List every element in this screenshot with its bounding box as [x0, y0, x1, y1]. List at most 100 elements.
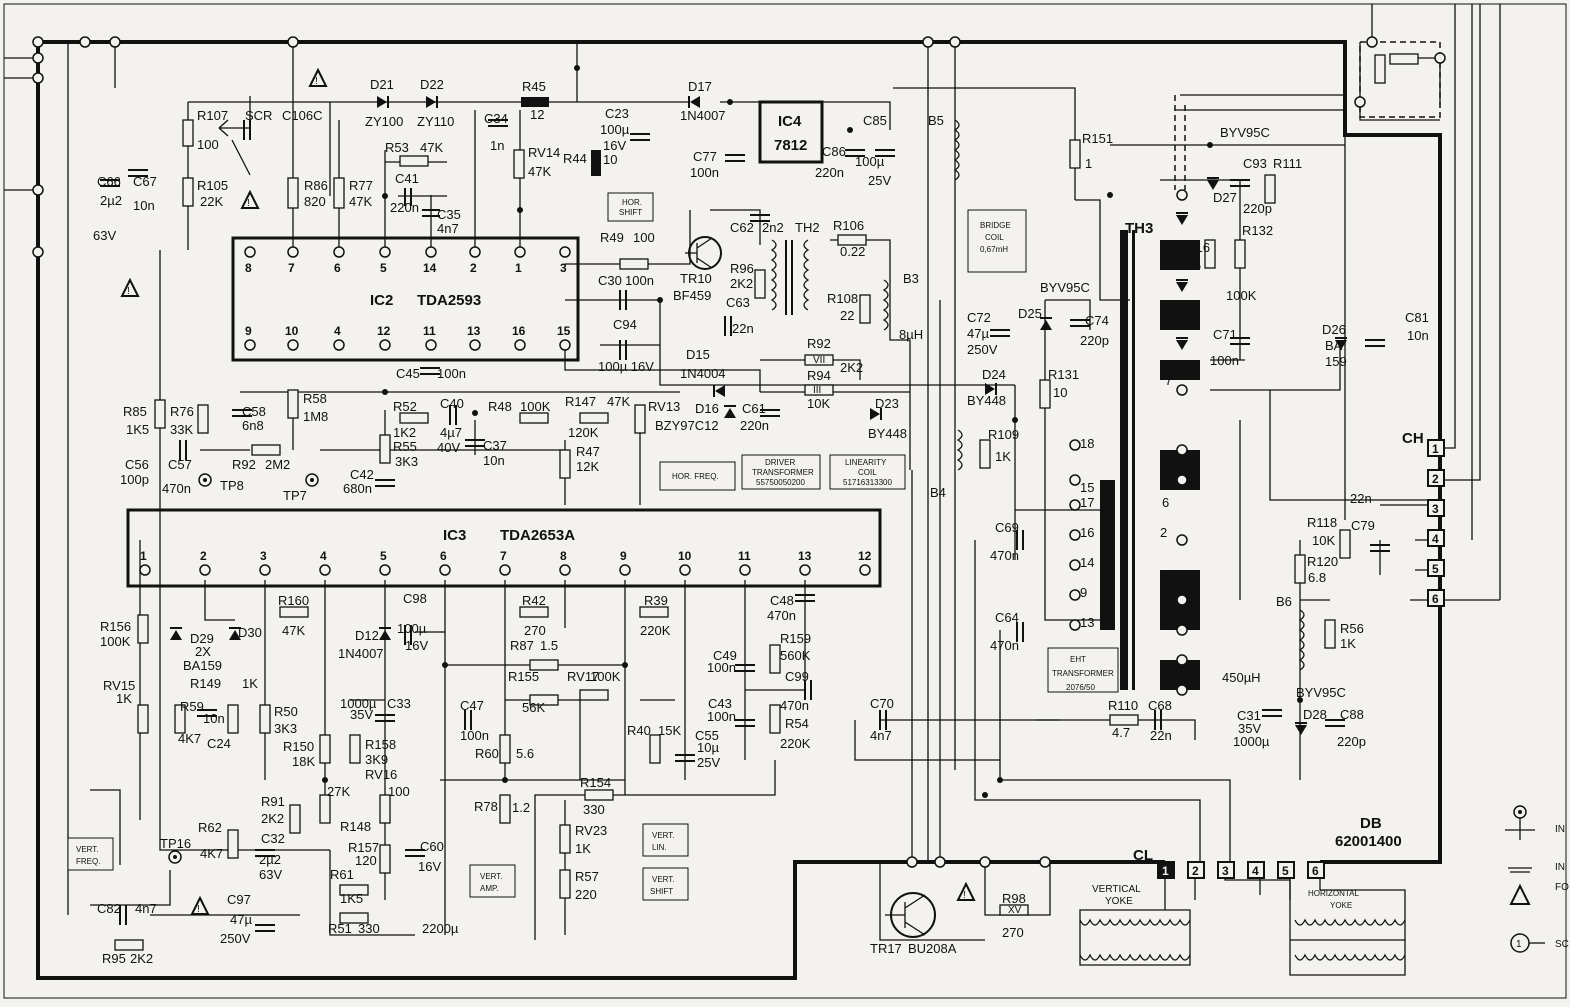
label-labels-180: 100K	[100, 634, 131, 649]
transistors	[218, 119, 936, 938]
cl-connector: 1 2 3 4 5 6 CL	[1133, 847, 1325, 879]
label-labels-45: R49	[600, 230, 624, 245]
label-labels-206: R149	[190, 676, 221, 691]
label-labels-126: 40V	[437, 440, 460, 455]
label-labels-177: 1K	[1340, 636, 1356, 651]
label-labels-262: 1K5	[340, 891, 363, 906]
label-labels-0: D21	[370, 77, 394, 92]
label-labels-201: 560K	[780, 648, 811, 663]
label-labels-202: C49	[713, 648, 737, 663]
label-labels-189: C98	[403, 591, 427, 606]
label-labels-146: TP7	[283, 488, 307, 503]
label-labels-279: 4.7	[1112, 725, 1130, 740]
label-notes-hor_shift-1: SHIFT	[619, 208, 642, 217]
label-connectors-cl_pins-4: 5	[1282, 864, 1289, 878]
label-legend-items-3: SC	[1555, 939, 1569, 950]
label-labels-2: D22	[420, 77, 444, 92]
label-labels-36: C67	[133, 174, 157, 189]
label-labels-165: C69	[995, 520, 1019, 535]
label-labels-170: 10K	[1312, 533, 1335, 548]
label-labels-264: 220	[575, 887, 597, 902]
label-connectors-cl_pins-3: 4	[1252, 864, 1259, 878]
label-labels-124: C40	[440, 396, 464, 411]
label-labels-223: C99	[785, 669, 809, 684]
label-labels-179: R156	[100, 619, 131, 634]
label-labels-62: 8µH	[899, 327, 923, 342]
label-labels-155: 13	[1080, 615, 1094, 630]
label-labels-63: C94	[613, 317, 637, 332]
dashed-shield-wire	[1174, 95, 1186, 190]
label-labels-85: D27	[1213, 190, 1237, 205]
label-transformers-th2: TH2	[795, 220, 820, 235]
label-labels-52: BF459	[673, 288, 711, 303]
label-ics-ic3-pins-12: 12	[858, 549, 872, 563]
test-points	[168, 36, 319, 864]
label-labels-130: 47K	[607, 394, 630, 409]
ch-label: CH	[1402, 430, 1424, 447]
label-labels-131: RV13	[648, 399, 680, 414]
label-labels-238: RV16	[365, 767, 397, 782]
capacitors	[100, 119, 1390, 932]
label-labels-143: TP8	[220, 478, 244, 493]
label-labels-280: C68	[1148, 698, 1172, 713]
label-ics-ic3-pins-8: 9	[620, 549, 627, 563]
label-labels-164: 7	[1165, 373, 1172, 388]
label-labels-190: 100µ	[397, 621, 427, 636]
label-notes-vert_shift-0: VERT.	[652, 875, 675, 884]
label-labels-284: 1000µ	[1233, 734, 1270, 749]
label-labels-282: C31	[1237, 708, 1261, 723]
label-labels-159: 8	[1160, 570, 1167, 585]
label-notes-vert_lin-0: VERT.	[652, 831, 675, 840]
svg-text:!: !	[197, 904, 200, 915]
label-labels-144: R92	[232, 457, 256, 472]
label-labels-32: C35	[437, 207, 461, 222]
label-ics-ic2-bottom_pins-0: 9	[245, 324, 252, 338]
label-labels-251: 4K7	[200, 846, 223, 861]
label-labels-75: C61	[742, 401, 766, 416]
label-labels-275: TP16	[160, 836, 191, 851]
label-labels-90: 0.5	[1183, 258, 1201, 273]
label-labels-261: R61	[330, 867, 354, 882]
label-notes-vert_lin-1: LIN.	[652, 843, 667, 852]
label-labels-158: 2	[1160, 525, 1167, 540]
label-ics-ic2-top_pins-7: 3	[560, 261, 567, 275]
label-labels-77: D23	[875, 396, 899, 411]
label-labels-219: R155	[508, 669, 539, 684]
label-labels-139: C56	[125, 457, 149, 472]
label-labels-93: 250V	[967, 342, 998, 357]
label-labels-89: R116	[1180, 240, 1210, 255]
label-labels-257: C60	[420, 839, 444, 854]
label-labels-5: 12	[530, 107, 544, 122]
label-notes-eht-1: TRANSFORMER	[1052, 669, 1114, 678]
label-labels-156: 10	[1162, 465, 1176, 480]
label-labels-108: 10n	[1407, 328, 1429, 343]
label-transformers-th3: TH3	[1125, 220, 1153, 237]
label-labels-129: R147	[565, 394, 596, 409]
label-ics-ic3-pins-11: 13	[798, 549, 812, 563]
label-labels-241: 5.6	[516, 746, 534, 761]
label-labels-39: 22K	[200, 194, 223, 209]
label-labels-121: 100n	[437, 366, 466, 381]
label-labels-171: C79	[1351, 518, 1375, 533]
label-labels-148: 680n	[343, 481, 372, 496]
th3-pins	[1069, 189, 1188, 696]
label-labels-195: 220K	[640, 623, 671, 638]
label-labels-113: 1K5	[126, 422, 149, 437]
label-labels-215: 35V	[350, 707, 373, 722]
label-labels-68: D15	[686, 347, 710, 362]
label-labels-191: 16V	[405, 638, 428, 653]
label-labels-151: 17	[1080, 495, 1094, 510]
label-connectors-ch_pins-2: 3	[1432, 502, 1439, 516]
label-labels-276: C70	[870, 696, 894, 711]
label-labels-211: C24	[207, 736, 231, 751]
label-notes-bridge-1: COIL	[985, 233, 1004, 242]
label-labels-245: R148	[340, 819, 371, 834]
label-labels-8: R107	[197, 108, 228, 123]
label-ics-ic2-top_pins-5: 2	[470, 261, 477, 275]
label-labels-247: 1.2	[512, 800, 530, 815]
label-labels-30: C41	[395, 171, 419, 186]
label-labels-228: 15K	[658, 723, 681, 738]
junctions	[32, 36, 1446, 868]
label-labels-71: III	[813, 385, 821, 396]
page-border	[3, 3, 1567, 999]
